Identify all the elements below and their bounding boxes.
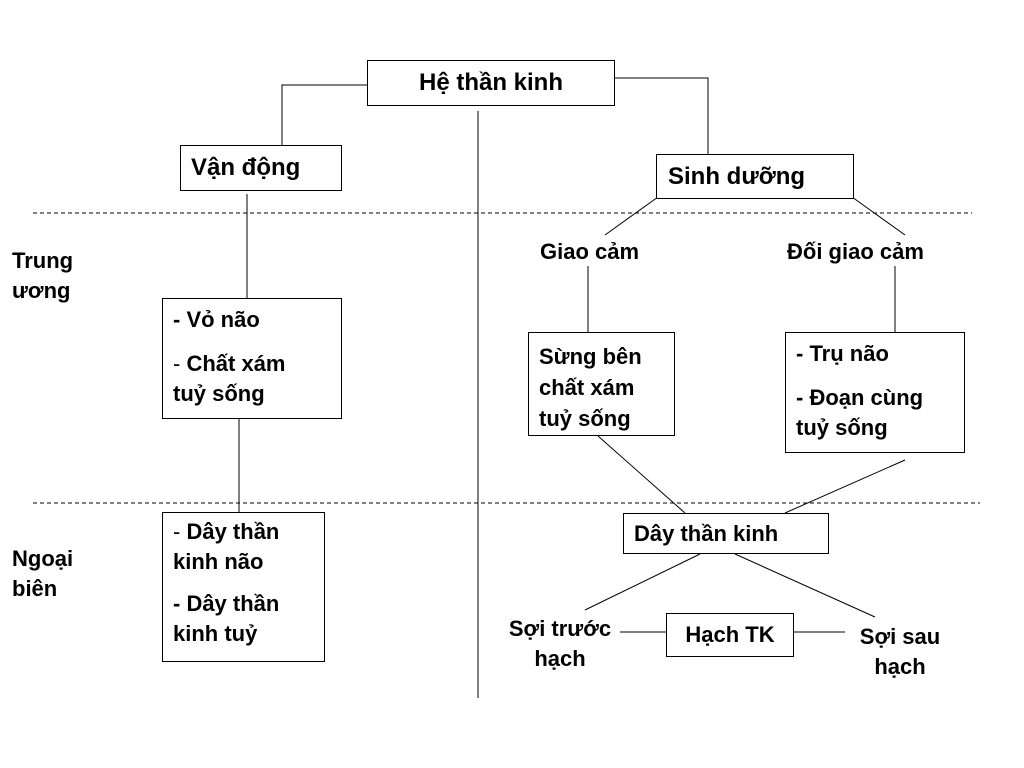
sympathetic-central-line3: tuỷ sống: [539, 406, 631, 431]
parasympathetic-central-item1: - Trụ não: [796, 341, 889, 366]
nerve-node: Dây thần kinh: [623, 513, 829, 554]
parasympathetic-central-item2: - Đoạn cùng tuỷ sống: [796, 383, 964, 443]
motor-central-item2: - Chất xám tuỷ sống: [173, 349, 341, 409]
parasympathetic-central-box: - Trụ não - Đoạn cùng tuỷ sống: [785, 332, 965, 453]
preganglionic-line1: Sợi trước: [508, 616, 612, 641]
sympathetic-central-line1: Sừng bên: [539, 344, 642, 369]
connector-nerve-preganglionic: [584, 553, 701, 611]
motor-peripheral-item2-line1: - Dây thần: [173, 591, 280, 616]
parasympathetic-label: Đối giao cảm: [787, 239, 924, 264]
connector-sympathetic-nerve: [597, 435, 686, 514]
sympathetic-central-box: Sừng bên chất xám tuỷ sống: [528, 332, 675, 436]
motor-peripheral-box: - Dây thần kinh não - Dây thần kinh tuỷ: [162, 512, 325, 662]
motor-peripheral-item1-line2: kinh não: [173, 549, 264, 574]
motor-peripheral-item2-line2: kinh tuỷ: [173, 621, 258, 646]
nerve-label: Dây thần kinh: [634, 521, 779, 546]
connector-nerve-postganglionic: [734, 553, 876, 618]
connector-parasympathetic-nerve: [784, 459, 906, 514]
motor-peripheral-item1-line1: Dây thần: [186, 519, 280, 544]
preganglionic-line2: hạch: [534, 646, 586, 671]
parasympathetic-central-item2-line1: - Đoạn cùng: [796, 385, 924, 410]
sympathetic-central-line2: chất xám: [539, 375, 635, 400]
sympathetic-label: Giao cảm: [540, 239, 640, 264]
root-label: Hệ thần kinh: [418, 69, 563, 96]
postganglionic-line2: hạch: [874, 654, 926, 679]
region-central-line1: Trung: [12, 248, 74, 273]
region-central-label: Trung ương: [12, 246, 73, 306]
autonomic-label: Sinh dưỡng: [668, 163, 806, 190]
motor-central-item2-line2: tuỷ sống: [173, 381, 265, 406]
connector-root-autonomic: [614, 77, 709, 154]
motor-central-item2-dash: -: [173, 351, 187, 376]
motor-peripheral-item1-dash: -: [173, 519, 187, 544]
motor-peripheral-item2: - Dây thần kinh tuỷ: [173, 589, 324, 649]
connector-autonomic-parasympathetic: [851, 196, 906, 236]
postganglionic-label: Sợi sau hạch: [845, 622, 955, 682]
motor-central-box: - Vỏ não - Chất xám tuỷ sống: [162, 298, 342, 419]
ganglion-node: Hạch TK: [666, 613, 794, 657]
motor-peripheral-item1: - Dây thần kinh não: [173, 517, 324, 577]
connector-autonomic-sympathetic: [604, 196, 659, 236]
region-peripheral-label: Ngoại biên: [12, 544, 73, 604]
region-peripheral-line1: Ngoại: [12, 546, 74, 571]
region-peripheral-line2: biên: [12, 576, 58, 601]
motor-central-item2-line1: Chất xám: [186, 351, 286, 376]
autonomic-node: Sinh dưỡng: [656, 154, 854, 199]
preganglionic-label: Sợi trước hạch: [499, 614, 621, 674]
root-node: Hệ thần kinh: [367, 60, 615, 106]
motor-central-item1: - Vỏ não: [173, 307, 260, 332]
connector-root-motor: [281, 84, 367, 145]
region-central-line2: ương: [12, 278, 71, 303]
ganglion-label: Hạch TK: [685, 622, 775, 647]
postganglionic-line1: Sợi sau: [859, 624, 941, 649]
motor-label: Vận động: [191, 154, 301, 181]
parasympathetic-central-item2-line2: tuỷ sống: [796, 415, 888, 440]
motor-node: Vận động: [180, 145, 342, 191]
